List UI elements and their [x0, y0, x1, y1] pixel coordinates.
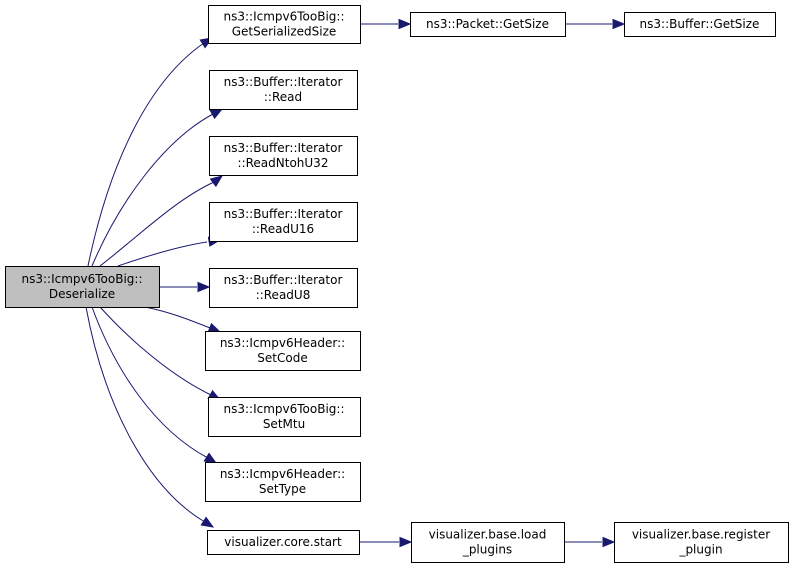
arrowhead-icon [200, 516, 215, 528]
node-label-line: visualizer.base.load [429, 528, 547, 542]
node-iter-read[interactable]: ns3::Buffer::Iterator::Read [209, 70, 358, 110]
node-label-line: ns3::Icmpv6TooBig:: [223, 10, 344, 24]
node-label-line: ns3::Icmpv6Header:: [220, 336, 345, 350]
node-iter-readu8[interactable]: ns3::Buffer::Iterator::ReadU8 [209, 268, 358, 308]
node-iter-readu16[interactable]: ns3::Buffer::Iterator::ReadU16 [209, 202, 358, 242]
node-label-line: GetSerializedSize [232, 25, 337, 39]
node-packet-getsize[interactable]: ns3::Packet::GetSize [410, 12, 566, 37]
node-label-line: SetType [259, 482, 306, 496]
node-box [208, 397, 361, 437]
node-box [205, 331, 361, 371]
node-getserializedsize[interactable]: ns3::Icmpv6TooBig::GetSerializedSize [208, 5, 361, 44]
node-label-line: ::ReadU16 [252, 222, 314, 236]
edge-root-to-vis-core-start [85, 306, 215, 528]
node-label-line: ns3::Buffer::Iterator [224, 141, 343, 155]
node-label-line: ns3::Icmpv6Header:: [220, 467, 345, 481]
node-label-line: Deserialize [49, 287, 115, 301]
node-box [209, 202, 358, 242]
node-vis-core-start[interactable]: visualizer.core.start [207, 530, 360, 555]
arrowhead-icon [207, 322, 222, 333]
node-label-line: ::ReadNtohU32 [238, 156, 329, 170]
node-box [624, 12, 776, 37]
arrowhead-icon [203, 452, 218, 464]
node-box [614, 522, 789, 563]
edge-root-to-iter-readu16 [117, 236, 222, 267]
edge-root-to-getserializedsize [87, 37, 214, 267]
node-box [205, 462, 361, 502]
arrowhead-icon [209, 175, 224, 188]
node-buffer-getsize[interactable]: ns3::Buffer::GetSize [624, 12, 776, 37]
node-box [410, 12, 566, 37]
node-box [209, 70, 358, 110]
edge-root-to-setcode [144, 306, 222, 333]
node-setmtu[interactable]: ns3::Icmpv6TooBig::SetMtu [208, 397, 361, 437]
edge-vis-core-start-to-vis-load-plugins [359, 536, 413, 548]
edge-getserializedsize-to-packet-getsize [360, 18, 412, 30]
arrowhead-icon [612, 18, 626, 30]
node-settype[interactable]: ns3::Icmpv6Header::SetType [205, 462, 361, 502]
edge-root-to-iter-readntohu32 [99, 175, 224, 267]
node-box [207, 530, 360, 555]
edge-line [99, 306, 212, 396]
edge-line [91, 113, 214, 267]
node-label-line: visualizer.base.register [632, 528, 770, 542]
node-label-line: ns3::Buffer::Iterator [224, 75, 343, 89]
edge-line [85, 306, 206, 523]
node-setcode[interactable]: ns3::Icmpv6Header::SetCode [205, 331, 361, 371]
arrowhead-icon [197, 281, 211, 293]
node-label-line: ns3::Icmpv6TooBig:: [223, 402, 344, 416]
edge-line [144, 306, 211, 329]
edge-line [87, 42, 205, 267]
nodes-layer: ns3::Icmpv6TooBig::Deserializens3::Icmpv… [5, 5, 789, 563]
node-label-line: ns3::Buffer::GetSize [640, 17, 760, 31]
edges-layer [85, 18, 626, 548]
arrowhead-icon [398, 18, 412, 30]
node-label-line: ns3::Icmpv6TooBig:: [21, 272, 142, 286]
node-label-line: _plugins [462, 543, 512, 557]
edge-root-to-settype [91, 306, 218, 464]
node-vis-register-plugin[interactable]: visualizer.base.register_plugin [614, 522, 789, 563]
node-label-line: ::ReadU8 [256, 288, 311, 302]
node-box [209, 268, 358, 308]
arrowhead-icon [602, 536, 616, 548]
node-label-line: _plugin [678, 543, 722, 557]
node-label-line: ns3::Buffer::Iterator [224, 273, 343, 287]
node-box [5, 266, 160, 308]
node-label-line: ::Read [264, 90, 302, 104]
edge-line [91, 306, 209, 459]
edge-root-to-iter-readu8 [159, 281, 211, 293]
edge-line [117, 241, 208, 267]
edge-vis-load-plugins-to-vis-register-plugin [564, 536, 616, 548]
node-label-line: visualizer.core.start [224, 535, 342, 549]
node-label-line: SetMtu [263, 417, 305, 431]
edge-line [99, 181, 215, 267]
node-box [209, 136, 358, 176]
edge-packet-getsize-to-buffer-getsize [565, 18, 626, 30]
node-iter-readntohu32[interactable]: ns3::Buffer::Iterator::ReadNtohU32 [209, 136, 358, 176]
arrowhead-icon [209, 108, 224, 120]
node-vis-load-plugins[interactable]: visualizer.base.load_plugins [411, 522, 565, 563]
node-box [208, 5, 361, 44]
node-label-line: ns3::Buffer::Iterator [224, 207, 343, 221]
edge-root-to-setmtu [99, 306, 222, 401]
node-label-line: SetCode [257, 351, 307, 365]
node-label-line: ns3::Packet::GetSize [426, 17, 549, 31]
node-root[interactable]: ns3::Icmpv6TooBig::Deserialize [5, 266, 160, 308]
node-box [411, 522, 565, 563]
arrowhead-icon [399, 536, 413, 548]
